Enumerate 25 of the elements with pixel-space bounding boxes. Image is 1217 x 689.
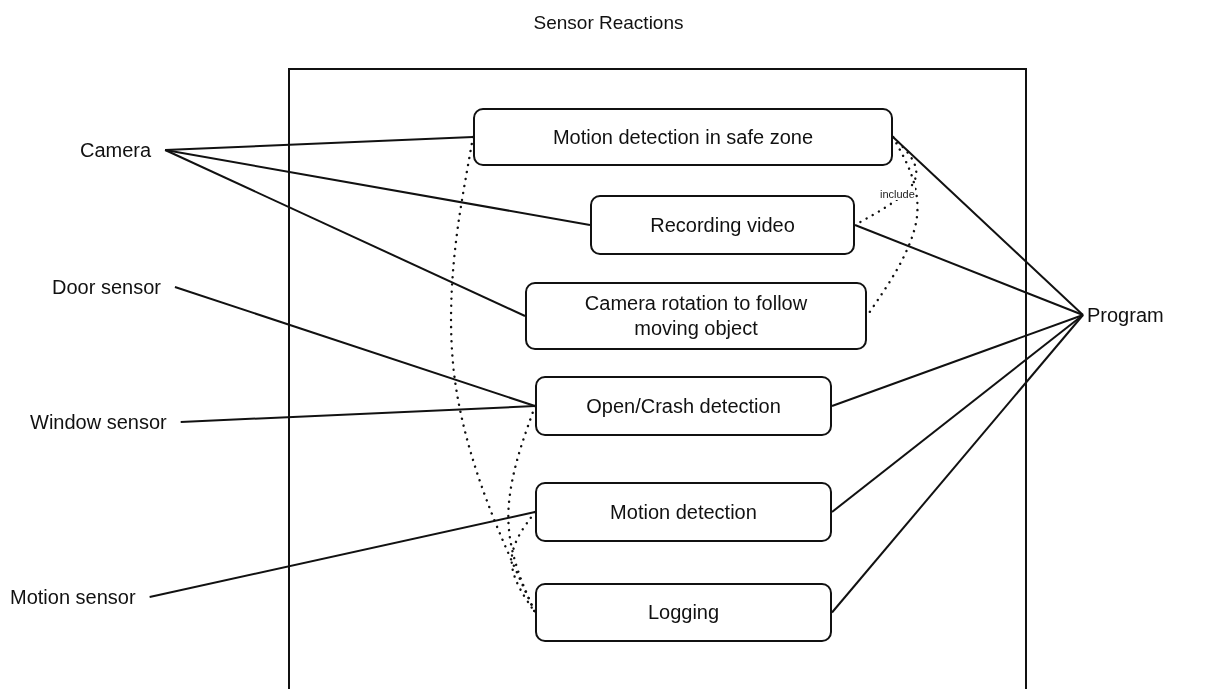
association-line: [164, 149, 526, 317]
use-case-box: Open/Crash detection: [535, 376, 832, 436]
actor-label: Motion sensor: [10, 585, 136, 609]
association-line: [831, 314, 1084, 407]
actor-label: Program: [1087, 303, 1164, 327]
use-case-box: Motion detection in safe zone: [473, 108, 893, 166]
edge-label: include: [880, 188, 915, 200]
actor-label: Door sensor: [52, 275, 161, 299]
actor-label: Camera: [80, 138, 152, 162]
use-case-box: Recording video: [590, 195, 855, 255]
association-line: [179, 405, 536, 423]
use-case-box: Camera rotation to follow moving object: [525, 282, 867, 350]
system-boundary: [288, 68, 1027, 689]
association-line: [831, 314, 1084, 513]
diagram-title: Sensor Reactions: [533, 12, 684, 34]
use-case-box: Motion detection: [535, 482, 832, 542]
association-line: [148, 511, 536, 598]
dotted-connector: [507, 404, 537, 614]
association-line: [854, 224, 1084, 316]
association-line: [892, 136, 1084, 316]
use-case-box: Logging: [535, 583, 832, 642]
association-line: [831, 314, 1084, 614]
association-line: [164, 149, 591, 226]
association-line: [173, 286, 536, 407]
actor-label: Window sensor: [30, 410, 167, 434]
